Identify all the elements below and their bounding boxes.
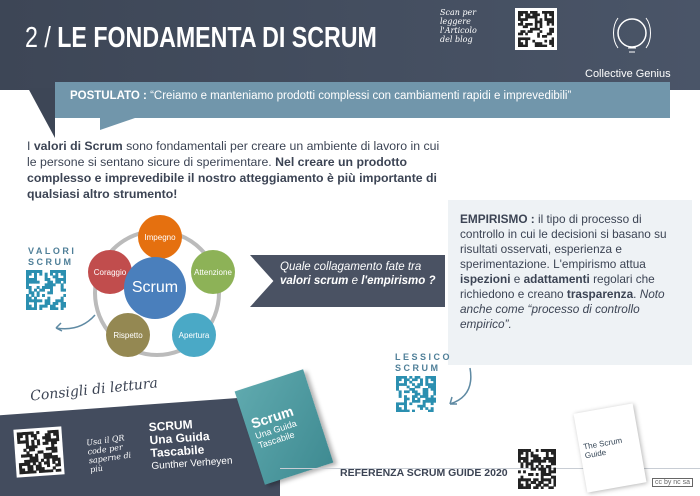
- qr-code-lessico[interactable]: [396, 376, 437, 417]
- value-rispetto: Rispetto: [106, 313, 150, 357]
- value-attenzione: Attenzione: [191, 250, 235, 294]
- banner-notch: [100, 118, 135, 130]
- curved-arrow-icon: [55, 314, 96, 332]
- scrum-guide-reference: REFERENZA SCRUM GUIDE 2020: [340, 467, 508, 479]
- intro-text: I valori di Scrum sono fondamentali per …: [27, 139, 440, 201]
- value-impegno: Impegno: [138, 215, 182, 259]
- brand-name: Collective Genius: [585, 68, 671, 80]
- qr-code-valori[interactable]: [26, 270, 67, 315]
- empirismo-box: EMPIRISMO : il tipo di processo di contr…: [448, 200, 692, 365]
- qr-note: Usa il QR code per saperne di più: [85, 433, 132, 475]
- cc-license-icon: cc by nc sa: [652, 478, 694, 487]
- postulato-banner: POSTULATO : “Creiamo e manteniamo prodot…: [55, 82, 670, 118]
- scrum-guide-image: The Scrum Guide: [573, 403, 647, 493]
- footer-divider: [280, 468, 700, 469]
- value-center-scrum: Scrum: [124, 257, 186, 319]
- value-apertura: Apertura: [172, 313, 216, 357]
- question-banner: Quale collagamento fate tra valori scrum…: [250, 255, 445, 307]
- collective-genius-logo-icon: [610, 8, 655, 68]
- qr-code-scrum-guide[interactable]: [518, 449, 557, 494]
- scan-note: Scan per leggere l'Articolo del blog: [440, 8, 477, 44]
- reading-heading: Consigli di lettura: [29, 375, 159, 405]
- page-title: 2 / LE FONDAMENTA DI SCRUM: [25, 22, 377, 54]
- qr-code-book[interactable]: [13, 426, 65, 478]
- curved-arrow-icon: [449, 367, 472, 405]
- header-tail: [28, 88, 55, 138]
- header-band: [0, 0, 700, 90]
- qr-code-blog[interactable]: [515, 8, 557, 50]
